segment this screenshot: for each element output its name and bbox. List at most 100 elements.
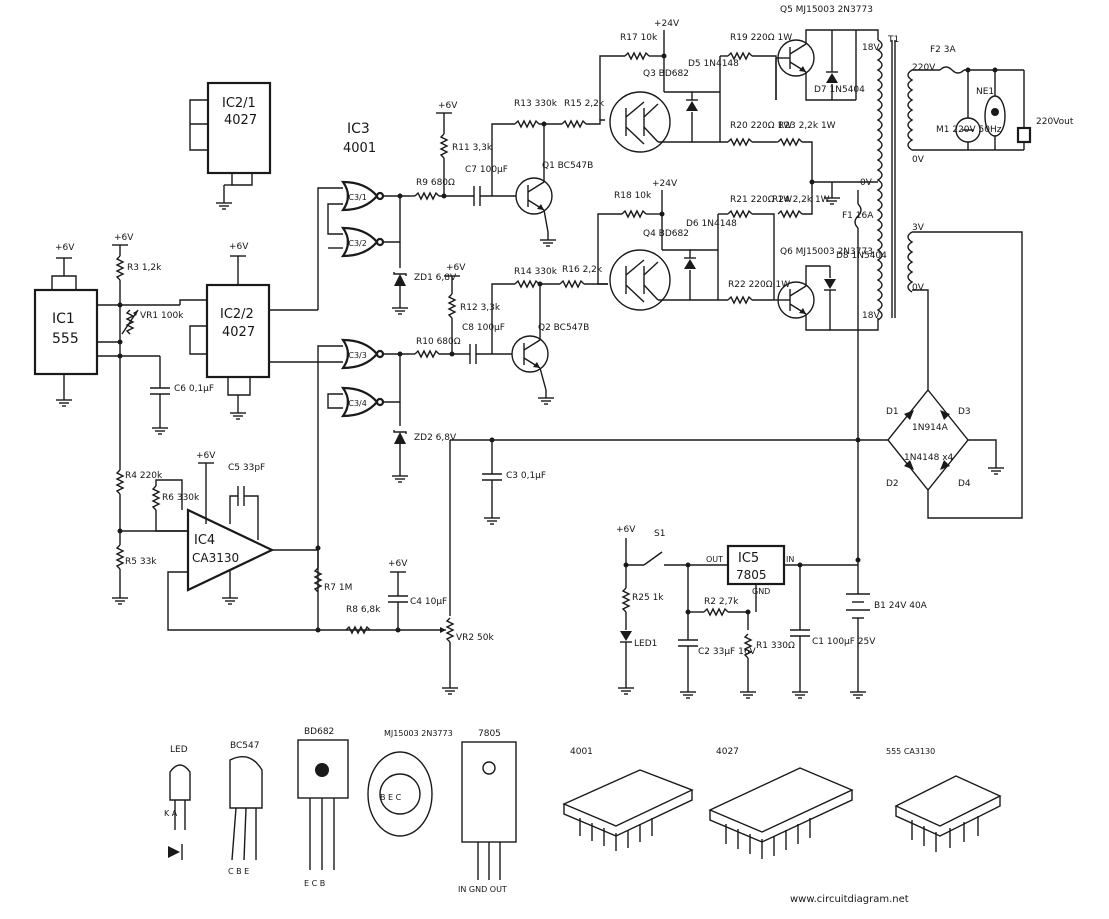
pkg-bc547-pins: C B E <box>228 867 249 876</box>
r25-label: R25 1k <box>632 593 664 603</box>
gate-ic3-2: IC3/2 <box>346 239 367 248</box>
ic2-2-part: 4027 <box>222 325 255 340</box>
r12-vcc: +6V <box>446 263 466 273</box>
ic5-name: IC5 <box>738 551 759 566</box>
bridge-rectifier: D1 D3 D2 D4 1N914A 1N4148 x4 <box>450 231 1023 519</box>
led1-label: LED1 <box>634 639 657 649</box>
ic5-out: OUT <box>706 555 723 564</box>
t1-tap-18v-bottom: 18V <box>862 311 880 321</box>
r15-label: R15 2,2k <box>564 99 605 109</box>
r13-label: R13 330k <box>514 99 558 109</box>
r17-label: R17 10k <box>620 33 658 43</box>
bridge-d3: D3 <box>958 407 971 417</box>
d5-label: D5 1N4148 <box>688 59 739 69</box>
m1-label: M1 220V 50Hz <box>936 125 1002 135</box>
f1-label: F1 16A <box>842 211 874 221</box>
timing-network: +6V R3 1,2k R4 220k R5 33k VR1 100k C6 0… <box>111 233 214 605</box>
output-220v-label: 220Vout <box>1036 117 1074 127</box>
zd1-label: ZD1 6,8V <box>414 273 457 283</box>
regulator-section: IC5 7805 OUT IN GND +6V S1 R25 1k LED1 R… <box>616 525 928 699</box>
ic3-gates: IC3 4001 IC3/1 IC3/2 IC3/3 IC3/4 <box>315 121 410 630</box>
r2-label: R2 2,7k <box>704 597 739 607</box>
transformer: T1 18V 0V 18V 220V 0V 3V 0V F1 16A <box>832 29 936 560</box>
d6-label: D6 1N4148 <box>686 219 737 229</box>
ic3-part: 4001 <box>343 141 376 156</box>
ic2-2-block: IC2/2 4027 +6V <box>179 242 318 420</box>
ic4-part: CA3130 <box>192 551 239 565</box>
pkg-bc547: BC547 <box>230 741 259 751</box>
d8-label: D8 1N5404 <box>836 251 887 261</box>
pkg-mj15003: MJ15003 2N3773 <box>384 729 453 738</box>
b1-label: B1 24V 40A <box>874 601 928 611</box>
r20-label: R20 220Ω 1W <box>730 121 792 131</box>
ic5-in: IN <box>786 555 794 564</box>
r9-label: R9 680Ω <box>416 178 455 188</box>
c3-label: C3 0,1µF <box>506 471 546 481</box>
feedback-network: R8 6,8k +6V C4 10µF VR2 50k <box>345 440 494 695</box>
pkg-555: 555 CA3130 <box>886 747 935 756</box>
q5-label: Q5 MJ15003 2N3773 <box>780 5 873 15</box>
r3-label: R3 1,2k <box>127 263 162 273</box>
bridge-part: 1N914A <box>912 423 949 433</box>
t1-tap-0v: 0V <box>860 178 873 188</box>
ic2-1-block: IC2/1 4027 <box>189 81 272 210</box>
ic2-2-name: IC2/2 <box>220 307 254 322</box>
r22-label: R22 220Ω 1W <box>728 280 790 290</box>
r10-label: R10 680Ω <box>416 337 461 347</box>
pkg-bd682: BD682 <box>304 727 334 737</box>
t1-sec-0v: 0V <box>912 283 925 293</box>
f2-label: F2 3A <box>930 45 956 55</box>
package-legend: LED K A BC547 C B E BD682 E C B MJ15003 … <box>164 727 1002 894</box>
r24-label: R24 2,2k 1W <box>772 195 830 205</box>
pkg-bd682-pins: E C B <box>304 879 325 888</box>
pkg-7805-pins: IN GND OUT <box>458 885 507 894</box>
ic3-name: IC3 <box>347 121 370 137</box>
r14-label: R14 330k <box>514 267 558 277</box>
r4-label: R4 220k <box>125 471 163 481</box>
c3: C3 0,1µF <box>482 440 546 525</box>
q2-label: Q2 BC547B <box>538 323 589 333</box>
ic5-part: 7805 <box>736 568 767 582</box>
c1-label: C1 100µF 25V <box>812 637 876 647</box>
q3-vcc: +24V <box>654 19 680 29</box>
pkg-mj15003-pins: B E C <box>380 793 402 802</box>
c8-label: C8 100µF <box>462 323 505 333</box>
r8-label: R8 6,8k <box>346 605 381 615</box>
website-credit: www.circuitdiagram.net <box>790 894 909 905</box>
q6-label: Q6 MJ15003 2N3773 <box>780 247 873 257</box>
c4-label: C4 10µF <box>410 597 447 607</box>
c7-label: C7 100µF <box>465 165 508 175</box>
pkg-4027: 4027 <box>716 747 739 757</box>
output-transistors: Q5 MJ15003 2N3773 Q6 MJ15003 2N3773 R23 … <box>772 5 887 331</box>
r18-label: R18 10k <box>614 191 652 201</box>
ic5-gnd: GND <box>752 587 770 596</box>
ic1-block: IC1 555 +6V <box>33 243 120 407</box>
q4-vcc: +24V <box>652 179 678 189</box>
c2-label: C2 33µF 16V <box>698 647 757 657</box>
d7-label: D7 1N5404 <box>814 85 865 95</box>
s1-label: S1 <box>654 529 665 539</box>
pkg-7805: 7805 <box>478 729 501 739</box>
s1-vcc: +6V <box>616 525 636 535</box>
gate-ic3-4: IC3/4 <box>346 399 367 408</box>
t1-primary-0v: 0V <box>912 155 925 165</box>
c6-label: C6 0,1µF <box>174 384 214 394</box>
t1-tap-18v-top: 18V <box>862 43 880 53</box>
bridge-d2: D2 <box>886 479 899 489</box>
ic4-name: IC4 <box>194 533 215 548</box>
pkg-led-pins: K A <box>164 809 178 818</box>
mains-output: F2 3A 220Vout M1 220V 50Hz NE1 <box>912 45 1074 151</box>
gate-ic3-3: IC3/3 <box>346 351 367 360</box>
bridge-d4: D4 <box>958 479 971 489</box>
r7-label: R7 1M <box>324 583 352 593</box>
r12-label: R12 3,3k <box>460 303 501 313</box>
bridge-d1: D1 <box>886 407 899 417</box>
r1-label: R1 330Ω <box>756 641 795 651</box>
ic1-part: 555 <box>52 331 79 347</box>
r23-label: R23 2,2k 1W <box>778 121 836 131</box>
r16-label: R16 2,2k <box>562 265 603 275</box>
r6-label: R6 330k <box>162 493 200 503</box>
r19-label: R19 220Ω 1W <box>730 33 792 43</box>
r21-label: R21 220Ω 1W <box>730 195 792 205</box>
